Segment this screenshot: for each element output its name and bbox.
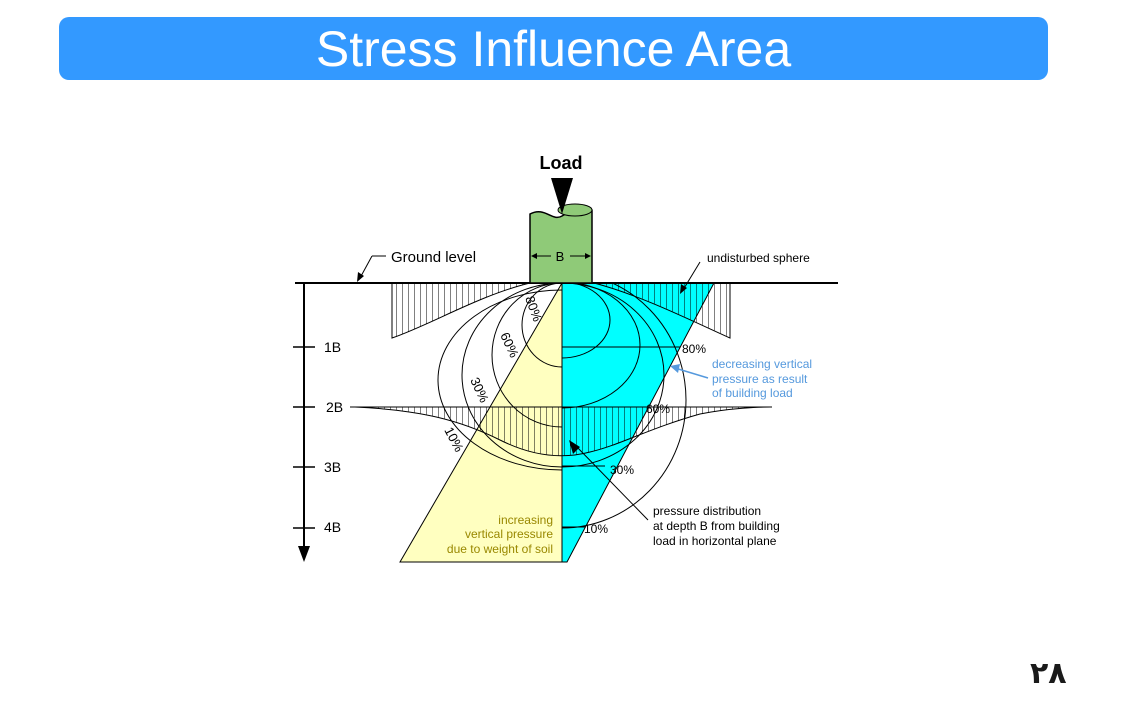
undisturbed-label: undisturbed sphere: [707, 251, 810, 265]
increasing-note-line-3: due to weight of soil: [447, 542, 553, 556]
isobar-left-60: [491, 283, 562, 428]
title-bar: Stress Influence Area: [59, 17, 1048, 80]
b-arrow-right-icon: [585, 253, 591, 259]
depth-label-4b: 4B: [324, 519, 341, 535]
increasing-note-line-1: increasing: [498, 513, 553, 527]
left-isobar-label-10: 10%: [441, 424, 467, 454]
distribution-note-line-1: pressure distribution: [653, 504, 761, 518]
decreasing-note-leader: [674, 367, 709, 379]
isobar-right-10: [562, 283, 687, 529]
distribution-note-line-3: load in horizontal plane: [653, 534, 777, 548]
decreasing-note-line-2: pressure as result: [712, 372, 808, 386]
isobar-right-30: [562, 283, 665, 468]
undisturbed-leader: [682, 261, 701, 291]
ground-level-arrow-icon: [357, 272, 364, 282]
decreasing-note-line-1: decreasing vertical: [712, 357, 812, 371]
right-isobar-label-30: 30%: [610, 463, 634, 477]
depth-axis-arrow-icon: [298, 546, 310, 562]
footing-column: [529, 206, 593, 284]
surface-pressure-hatch-right: [593, 282, 731, 339]
isobar-right-80: [562, 283, 611, 359]
isobar-left-30: [461, 283, 562, 468]
left-isobar-label-60: 60%: [497, 330, 522, 360]
ground-level-leader-diag: [359, 255, 373, 279]
ground-level-label: Ground level: [391, 249, 476, 266]
page-number: ٢٨: [1030, 656, 1067, 691]
isobar-left-10: [437, 289, 562, 471]
footing-width-label: B: [556, 249, 565, 264]
depth-label-2b: 2B: [326, 399, 343, 415]
distribution-note-leader: [575, 445, 649, 521]
increasing-note-line-2: vertical pressure: [465, 527, 553, 541]
right-isobar-label-10: 10%: [584, 522, 608, 536]
left-isobar-label-80: 80%: [522, 294, 545, 324]
isobar-right-60: [562, 283, 641, 409]
right-isobar-label-60: 60%: [646, 402, 670, 416]
isobar-left-80: [521, 283, 562, 368]
decreasing-note-arrow-icon: [670, 364, 680, 373]
depth-label-1b: 1B: [324, 339, 341, 355]
column-top-ellipse: [557, 203, 593, 217]
distribution-note-line-2: at depth B from building: [653, 519, 780, 533]
decreasing-note-line-3: of building load: [712, 386, 793, 400]
depth-label-3b: 3B: [324, 459, 341, 475]
load-arrow-icon: [551, 178, 573, 214]
left-isobar-label-30: 30%: [467, 375, 492, 405]
distribution-note-arrow-icon: [569, 440, 580, 454]
page-title: Stress Influence Area: [315, 20, 792, 77]
undisturbed-arrow-icon: [680, 284, 687, 294]
surface-pressure-hatch-left: [391, 282, 531, 339]
load-label: Load: [540, 153, 583, 173]
right-isobar-label-80: 80%: [682, 342, 706, 356]
b-arrow-left-icon: [531, 253, 537, 259]
